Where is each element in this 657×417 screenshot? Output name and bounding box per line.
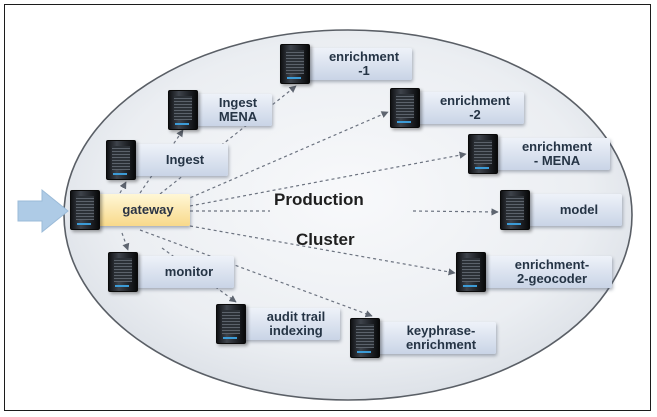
node-enrichment-1: enrichment-1	[280, 44, 412, 84]
enrichment-mena-label: enrichment- MENA	[492, 138, 610, 170]
geocoder-line1: enrichment-	[514, 257, 590, 272]
enrichment-mena-line2: - MENA	[533, 153, 581, 168]
connector-to-enrichment-1	[159, 85, 297, 195]
enrichment-mena-line1: enrichment	[521, 139, 593, 154]
model-label: model	[524, 194, 622, 226]
server-icon	[216, 304, 246, 344]
enrichment-2-label: enrichment-2	[414, 92, 524, 124]
connector-to-enrichment-2	[184, 111, 389, 201]
enrichment-1-text: enrichment-1	[329, 50, 399, 78]
gateway-text: gateway	[122, 202, 174, 217]
geocoder-label: enrichment-2-geocoder	[480, 256, 612, 288]
connector-to-keyphrase	[139, 229, 373, 318]
keyphrase-line2: enrichment	[405, 337, 477, 352]
gateway-label: gateway	[94, 194, 190, 226]
node-keyphrase-enrichment: keyphrase-enrichment	[350, 318, 496, 358]
keyphrase-text: keyphrase-enrichment	[406, 324, 476, 352]
server-icon	[500, 190, 530, 230]
enrichment-2-line2: -2	[469, 107, 481, 122]
diagram-frame	[4, 4, 651, 411]
input-arrow	[17, 188, 69, 234]
node-monitor: monitor	[108, 252, 234, 292]
monitor-text: monitor	[164, 264, 214, 279]
enrichment-1-line2: -1	[358, 63, 370, 78]
enrichment-1-label: enrichment-1	[304, 48, 412, 80]
connector-to-enrichment-mena	[189, 151, 467, 207]
model-text: model	[559, 202, 599, 217]
ingest-mena-line1: Ingest	[218, 95, 258, 110]
server-icon	[390, 88, 420, 128]
server-icon	[108, 252, 138, 292]
audit-line1: audit trail	[266, 309, 326, 324]
enrichment-mena-text: enrichment- MENA	[522, 140, 592, 168]
ingest-mena-line2: MENA	[218, 109, 258, 124]
node-enrichment-2-geocoder: enrichment-2-geocoder	[456, 252, 612, 292]
geocoder-line2: 2-geocoder	[516, 271, 588, 286]
title-cluster: Cluster	[296, 230, 355, 249]
ingest-label: Ingest	[130, 144, 228, 176]
geocoder-text: enrichment-2-geocoder	[515, 258, 589, 286]
ingest-text: Ingest	[165, 152, 205, 167]
connector-to-model	[412, 208, 499, 216]
audit-line2: indexing	[269, 323, 323, 338]
server-icon	[70, 190, 100, 230]
keyphrase-label: keyphrase-enrichment	[374, 322, 496, 354]
server-icon	[350, 318, 380, 358]
enrichment-2-line1: enrichment	[439, 93, 511, 108]
node-ingest: Ingest	[106, 140, 228, 180]
server-icon	[280, 44, 310, 84]
connector-to-geocoder	[189, 225, 456, 276]
node-model: model	[500, 190, 622, 230]
title-production: Production	[274, 190, 364, 209]
enrichment-2-text: enrichment-2	[440, 94, 510, 122]
keyphrase-line1: keyphrase-	[406, 323, 476, 338]
server-icon	[106, 140, 136, 180]
server-icon	[168, 90, 198, 130]
monitor-label: monitor	[132, 256, 234, 288]
server-icon	[456, 252, 486, 292]
node-enrichment-2: enrichment-2	[390, 88, 524, 128]
connector-to-ingest	[119, 181, 127, 194]
node-gateway: gateway	[70, 190, 190, 230]
server-icon	[468, 134, 498, 174]
enrichment-1-line1: enrichment	[328, 49, 400, 64]
node-enrichment-mena: enrichment- MENA	[468, 134, 610, 174]
connector-lines	[119, 85, 499, 318]
